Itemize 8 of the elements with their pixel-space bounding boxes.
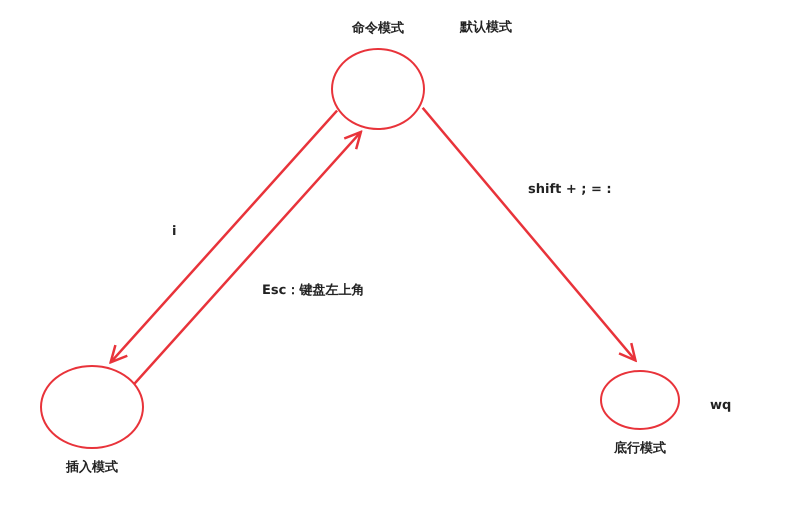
- node-label: 命令模式: [352, 20, 404, 38]
- arrow: [134, 130, 362, 385]
- node-label: 插入模式: [66, 459, 118, 477]
- node-label: 底行模式: [614, 440, 666, 458]
- arrow: [422, 107, 637, 362]
- arrow: [109, 110, 338, 364]
- node-note: wq: [710, 397, 732, 415]
- node-note: 默认模式: [460, 19, 512, 37]
